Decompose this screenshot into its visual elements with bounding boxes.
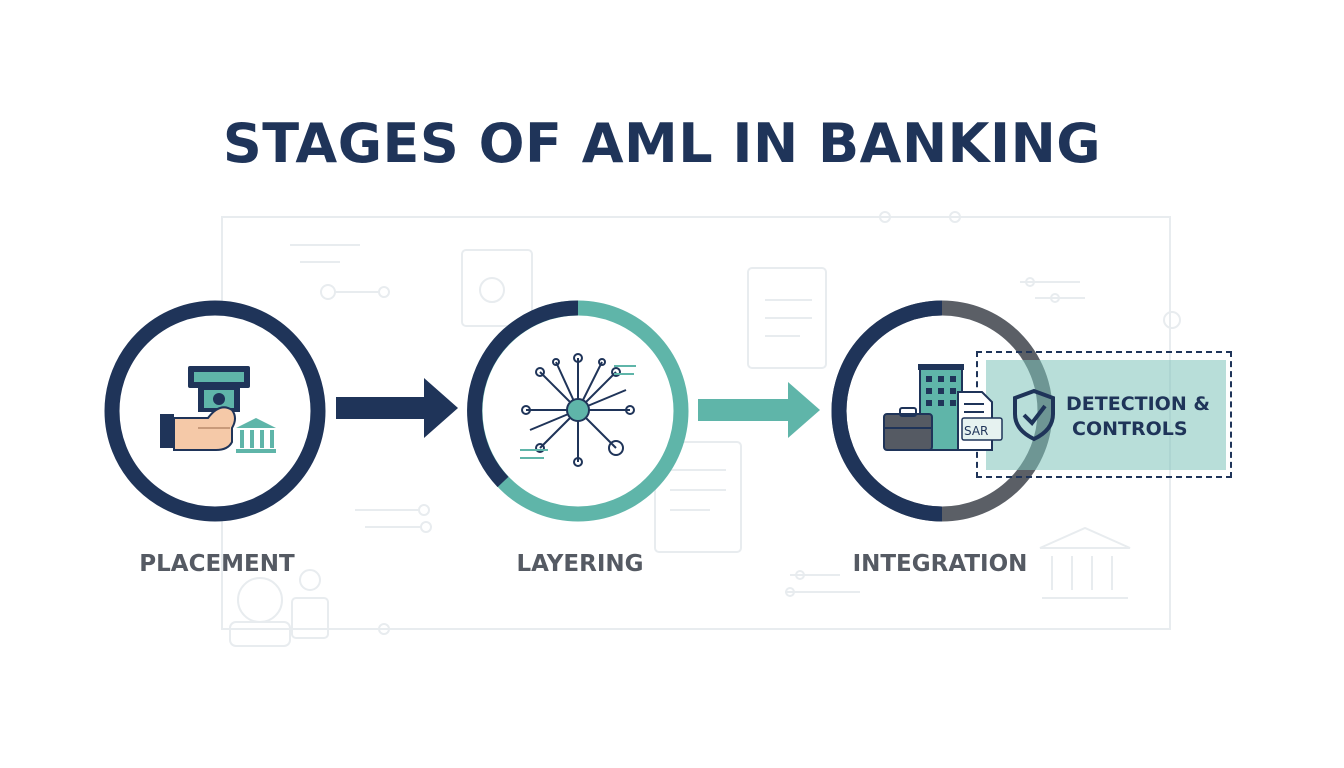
diagram-title: STAGES OF AML IN BANKING [222, 112, 1102, 175]
arrow-placement-to-layering [336, 378, 458, 438]
detection-line-2: CONTROLS [1072, 418, 1188, 440]
building-briefcase-report-icon [883, 364, 1003, 451]
detection-line-1: DETECTION & [1066, 393, 1210, 415]
shield-check-icon [1013, 388, 1055, 442]
arrow-layering-to-integration [698, 382, 820, 438]
network-transfers-icon [520, 353, 636, 467]
integration-label: INTEGRATION [852, 551, 1028, 577]
layering-label: LAYERING [516, 551, 644, 577]
placement-label: PLACEMENT [139, 551, 295, 577]
sar-report-tag: SAR [964, 424, 989, 438]
hand-cash-bank-icon [160, 366, 276, 453]
detection-controls-text: DETECTION & CONTROLS [1066, 392, 1216, 442]
